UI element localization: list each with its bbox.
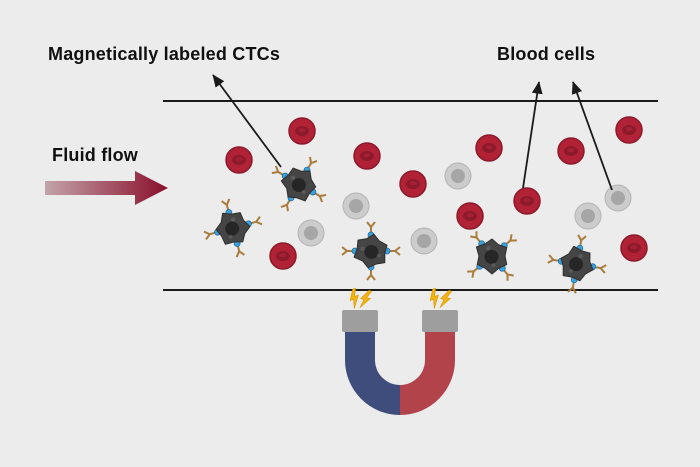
annotation-arrow <box>522 81 543 189</box>
white-blood-cell <box>574 202 602 230</box>
white-blood-cell <box>342 192 370 220</box>
spark-icon <box>426 287 443 310</box>
blood-cells-label: Blood cells <box>497 44 596 64</box>
red-blood-cell <box>513 187 541 215</box>
cells-layer <box>193 116 648 297</box>
red-blood-cell <box>225 146 253 174</box>
red-blood-cell <box>353 142 381 170</box>
white-blood-cell <box>444 162 472 190</box>
spark-icon <box>346 287 363 310</box>
annotation-arrows-layer <box>212 74 613 191</box>
white-blood-cell <box>604 184 632 212</box>
magnet-tip-right <box>422 310 458 332</box>
red-blood-cell <box>615 116 643 144</box>
magnet-left-pole <box>345 332 400 415</box>
red-blood-cell <box>456 202 484 230</box>
annotation-arrow <box>212 74 282 168</box>
spark-icon <box>358 288 373 311</box>
horseshoe-magnet <box>342 287 458 415</box>
red-blood-cell <box>475 134 503 162</box>
ctc-cell <box>334 214 407 287</box>
red-blood-cell <box>269 242 297 270</box>
ctc-cell <box>544 231 610 297</box>
fluid-flow-label: Fluid flow <box>52 145 138 165</box>
red-blood-cell <box>288 117 316 145</box>
white-blood-cell <box>297 219 325 247</box>
red-blood-cell <box>399 170 427 198</box>
ctc-cell <box>193 188 273 268</box>
fluid-flow-arrow <box>45 171 168 205</box>
annotation-arrow <box>571 81 613 191</box>
ctc-label: Magnetically labeled CTCs <box>48 44 281 64</box>
spark-icon <box>438 288 453 311</box>
magnet-right-pole <box>400 332 455 415</box>
white-blood-cell <box>410 227 438 255</box>
magnet-tip-left <box>342 310 378 332</box>
red-blood-cell <box>557 137 585 165</box>
red-blood-cell <box>620 234 648 262</box>
